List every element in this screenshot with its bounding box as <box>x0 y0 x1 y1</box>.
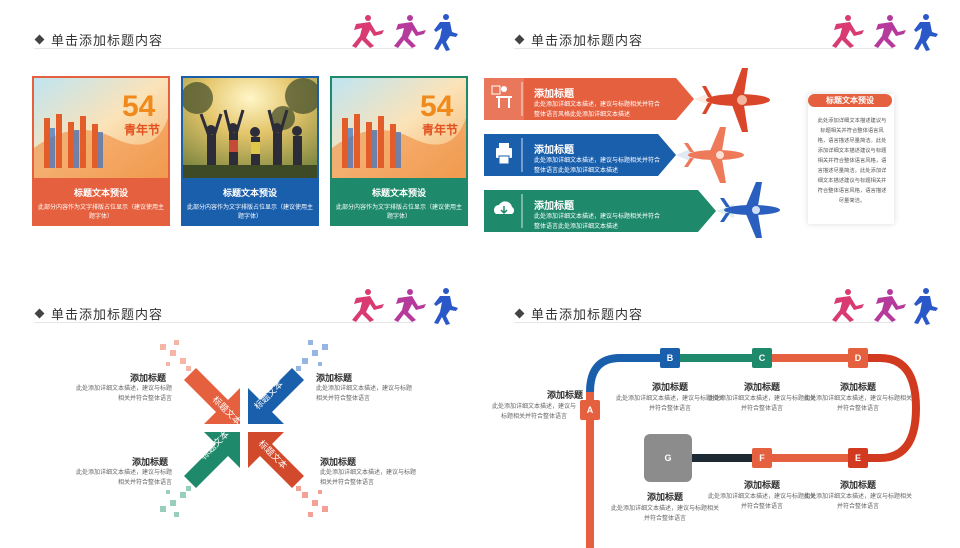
people-cheering-photo <box>183 78 317 178</box>
metro-route-lines <box>586 354 921 548</box>
photo-card[interactable]: 54 青年节 标题文本预设 此部分内容作为文字排版占位显示（建议使用主题字体） <box>32 76 170 226</box>
node-title: 添加标题 <box>651 382 688 392</box>
block-title: 添加标题 <box>132 457 169 467</box>
meeting-icon <box>491 85 512 108</box>
svg-text:54: 54 <box>420 90 454 123</box>
side-box-title: 标题文本预设 <box>808 94 892 107</box>
route-node-b[interactable]: B <box>660 348 680 368</box>
node-title: 添加标题 <box>839 382 876 392</box>
block-desc: 此处添加详细文本描述，建议与标题相关并符合整体语言 <box>75 470 172 486</box>
node-desc: 此处添加详细文本描述，建议与标题相关并符合整体语言 <box>707 494 816 510</box>
side-text-box[interactable]: 标题文本预设 此处添加详细文本描述建议与标题相关并符合整体语言风格，语言描述尽量… <box>808 94 894 224</box>
header-divider <box>34 322 414 323</box>
node-desc: 此处添加详细文本描述，建议与标题相关并符合整体语言 <box>615 396 724 412</box>
row-title: 添加标题 <box>534 145 574 156</box>
section-title: 单击添加标题内容 <box>51 33 164 48</box>
slide-metro-route[interactable]: 单击添加标题内容 A B C D E F G 添加标题 此处添加详细文本描述，建… <box>480 274 960 548</box>
node-title: 添加标题 <box>646 492 683 502</box>
card-title: 标题文本预设 <box>371 188 426 198</box>
section-title: 单击添加标题内容 <box>531 33 644 48</box>
block-title: 添加标题 <box>316 373 353 383</box>
header-divider <box>514 48 894 49</box>
section-header: 单击添加标题内容 <box>514 30 644 49</box>
airplane-rows-graphic <box>484 68 780 238</box>
row-title: 添加标题 <box>534 89 574 100</box>
header-divider <box>34 48 414 49</box>
section-title: 单击添加标题内容 <box>531 307 644 322</box>
block-desc: 此处添加详细文本描述，建议与标题相关并符合整体语言 <box>75 386 172 402</box>
node-title: 添加标题 <box>743 480 780 490</box>
runners-icon <box>832 288 938 325</box>
youth-festival-poster: 54 青年节 <box>332 78 466 178</box>
route-node-a[interactable]: A <box>580 400 600 420</box>
route-node-f[interactable]: F <box>752 448 772 468</box>
card-desc: 此部分内容作为文字排版占位显示（建议使用主题字体） <box>187 205 314 220</box>
card-desc: 此部分内容作为文字排版占位显示（建议使用主题字体） <box>336 205 463 220</box>
row-desc: 此处添加详细文本描述，建议与标题相关并符合整体语言风格此处添加详细文本描述 <box>534 102 661 118</box>
slide-photo-cards[interactable]: 单击添加标题内容 54 青年节 标题文本预设 此部分内容作为文字排版占位显示（建… <box>0 0 480 274</box>
section-header: 单击添加标题内容 <box>514 304 644 323</box>
photo-card[interactable]: 标题文本预设 此部分内容作为文字排版占位显示（建议使用主题字体） <box>181 76 319 226</box>
cloud-download-icon <box>494 201 515 215</box>
card-title: 标题文本预设 <box>73 188 128 198</box>
section-header: 单击添加标题内容 <box>34 30 164 49</box>
slide-four-arrows[interactable]: 单击添加标题内容 标题文本 标题文本 <box>0 274 480 548</box>
node-title: 添加标题 <box>546 390 583 400</box>
node-desc: 此处添加详细文本描述，建议与标题相关并符合整体语言 <box>492 404 577 420</box>
header-divider <box>514 322 894 323</box>
section-header: 单击添加标题内容 <box>34 304 164 323</box>
route-node-e[interactable]: E <box>848 448 868 468</box>
side-box-text: 此处添加详细文本描述建议与标题相关并符合整体语言风格，语言描述尽量简洁。此处添加… <box>817 118 887 204</box>
printer-icon <box>496 143 512 165</box>
route-node-d[interactable]: D <box>848 348 868 368</box>
route-node-g[interactable]: G <box>644 434 692 482</box>
row-desc: 此处添加详细文本描述，建议与标题相关并符合整体语言此处添加详细文本描述 <box>534 214 661 230</box>
runners-icon <box>352 14 458 51</box>
runners-icon <box>352 288 458 325</box>
row-desc: 此处添加详细文本描述，建议与标题相关并符合整体语言此处添加详细文本描述 <box>534 158 661 174</box>
runners-icon <box>832 14 938 51</box>
node-title: 添加标题 <box>743 382 780 392</box>
svg-text:54: 54 <box>122 90 156 123</box>
node-desc: 此处添加详细文本描述，建议与标题相关并符合整体语言 <box>803 396 912 412</box>
diamond-bullet-icon <box>34 34 45 45</box>
block-desc: 此处添加详细文本描述，建议与标题相关并符合整体语言 <box>316 386 413 402</box>
row-title: 添加标题 <box>534 201 574 212</box>
node-desc: 此处添加详细文本描述，建议与标题相关并符合整体语言 <box>707 396 816 412</box>
section-title: 单击添加标题内容 <box>51 307 164 322</box>
youth-festival-poster: 54 青年节 <box>34 78 168 178</box>
svg-text:青年节: 青年节 <box>422 122 458 137</box>
slide-airplane-rows[interactable]: 单击添加标题内容 <box>480 0 960 274</box>
node-desc: 此处添加详细文本描述，建议与标题相关并符合整体语言 <box>803 494 912 510</box>
route-node-c[interactable]: C <box>752 348 772 368</box>
node-desc: 此处添加详细文本描述，建议与标题相关并符合整体语言 <box>610 506 719 522</box>
svg-text:青年节: 青年节 <box>124 122 160 137</box>
block-title: 添加标题 <box>130 373 167 383</box>
photo-card[interactable]: 54 青年节 标题文本预设 此部分内容作为文字排版占位显示（建议使用主题字体） <box>330 76 468 226</box>
block-desc: 此处添加详细文本描述，建议与标题相关并符合整体语言 <box>320 470 417 486</box>
four-arrows-graphic: 标题文本 标题文本 标题文本 标题文本 <box>160 340 328 517</box>
block-title: 添加标题 <box>320 457 357 467</box>
card-title: 标题文本预设 <box>222 188 277 198</box>
card-desc: 此部分内容作为文字排版占位显示（建议使用主题字体） <box>38 205 165 220</box>
node-title: 添加标题 <box>839 480 876 490</box>
